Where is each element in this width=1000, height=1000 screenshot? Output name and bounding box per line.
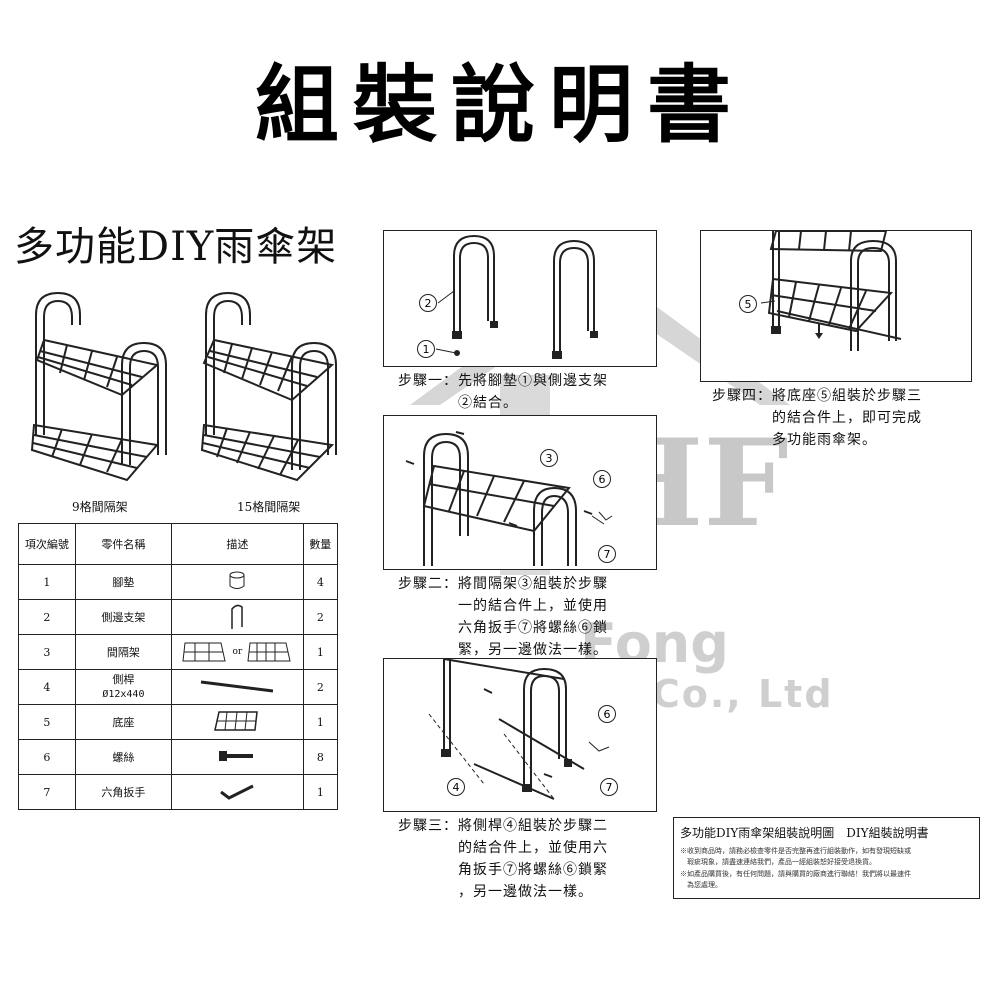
callout-3: 3 <box>539 448 559 472</box>
row-qty: 2 <box>302 669 339 705</box>
caption-9: 9格間隔架 <box>72 500 128 514</box>
table-row: 7 六角扳手 1 <box>18 774 339 810</box>
row-name: 側邊支架 <box>74 599 173 635</box>
caption-15: 15格間隔架 <box>237 500 301 514</box>
table-row: 3 間隔架 or 1 <box>18 634 339 670</box>
callout-7b: 7 <box>599 777 619 801</box>
row-qty: 1 <box>302 634 339 670</box>
row-qty: 4 <box>302 564 339 600</box>
header-no: 項次編號 <box>18 523 76 565</box>
row-name-line2: Ø12x440 <box>102 688 145 700</box>
product-name: 多功能DIY雨傘架 <box>14 224 338 270</box>
table-row: 4 側桿 Ø12x440 2 <box>18 669 339 705</box>
step4-diagram: 5 <box>700 230 972 382</box>
side-rod-icon <box>171 669 304 705</box>
svg-text:2: 2 <box>425 297 432 310</box>
table-row: 1 腳墊 4 <box>18 564 339 600</box>
svg-text:1: 1 <box>423 343 430 356</box>
parts-table: 項次編號 零件名稱 描述 數量 1 腳墊 4 2 側邊支架 2 3 間隔架 or <box>18 523 339 810</box>
side-frame-icon <box>171 599 304 635</box>
header-qty: 數量 <box>302 523 339 565</box>
svg-text:5: 5 <box>745 298 752 311</box>
step2-diagram: 3 6 7 <box>383 415 657 570</box>
row-qty: 1 <box>302 704 339 740</box>
step3-text: 步驟三：將側桿④組裝於步驟二 的結合件上，並使用六 角扳手⑦將螺絲⑥鎖緊 ，另一… <box>398 818 608 900</box>
hex-key-icon <box>171 774 304 810</box>
or-label: or <box>232 647 243 657</box>
row-name: 六角扳手 <box>74 774 173 810</box>
svg-text:3: 3 <box>546 452 553 465</box>
row-name: 側桿 Ø12x440 <box>74 669 173 705</box>
header-name: 零件名稱 <box>74 523 173 565</box>
header-desc: 描述 <box>171 523 304 565</box>
step1-text: 步驟一：先將腳墊①與側邊支架 ②結合。 <box>398 373 608 411</box>
foot-pad-icon <box>171 564 304 600</box>
notice-line-2: 瑕疵現象，請盡速連絡我們，產品一經組裝恕好接受退換貨。 <box>680 858 876 866</box>
row-qty: 2 <box>302 599 339 635</box>
divider-rack-icon: or <box>171 634 304 670</box>
table-row: 5 底座 1 <box>18 704 339 740</box>
page-title: 組裝說明書 <box>254 56 745 154</box>
rack-15-illustration <box>200 291 337 482</box>
svg-text:6: 6 <box>599 473 606 486</box>
callout-7: 7 <box>597 544 617 568</box>
row-no: 2 <box>18 599 76 635</box>
step2-text: 步驟二：將間隔架③組裝於步驟 一的結合件上，並使用 六角扳手⑦將螺絲⑥鎖 緊，另… <box>398 576 608 658</box>
row-name: 螺絲 <box>74 739 173 775</box>
notice-line-3: ※如產品購買後，有任何問題，請與購買的廠商進行聯絡！我們將以最速件 <box>680 870 911 878</box>
callout-2: 2 <box>418 293 438 317</box>
step4-text: 步驟四：將底座⑤組裝於步驟三 的結合件上，即可完成 多功能雨傘架。 <box>712 388 922 448</box>
base-icon <box>171 704 304 740</box>
step3-diagram: 4 6 7 <box>383 658 657 812</box>
step1-diagram: 2 1 <box>383 230 657 367</box>
callout-6b: 6 <box>597 704 617 728</box>
callout-4: 4 <box>446 777 466 801</box>
svg-text:6: 6 <box>604 708 611 721</box>
svg-text:7: 7 <box>604 548 611 561</box>
row-name-line1: 側桿 <box>112 672 135 686</box>
table-row: 2 側邊支架 2 <box>18 599 339 635</box>
rack-9-illustration <box>30 291 167 482</box>
callout-1: 1 <box>416 339 436 363</box>
callout-6: 6 <box>592 469 612 493</box>
row-name: 腳墊 <box>74 564 173 600</box>
row-no: 7 <box>18 774 76 810</box>
row-no: 5 <box>18 704 76 740</box>
row-no: 4 <box>18 669 76 705</box>
parts-table-header: 項次編號 零件名稱 描述 數量 <box>18 523 339 565</box>
row-no: 1 <box>18 564 76 600</box>
svg-text:4: 4 <box>453 781 460 794</box>
row-no: 6 <box>18 739 76 775</box>
screw-icon <box>171 739 304 775</box>
notice-line-1: ※收到商品時，請務必檢查零件是否完整再進行組裝動作，如有發現短缺或 <box>680 847 911 855</box>
row-no: 3 <box>18 634 76 670</box>
svg-text:7: 7 <box>606 781 613 794</box>
notice-line-4: 為您處理。 <box>680 881 722 889</box>
callout-5: 5 <box>738 294 758 318</box>
row-qty: 1 <box>302 774 339 810</box>
row-name: 間隔架 <box>74 634 173 670</box>
table-row: 6 螺絲 8 <box>18 739 339 775</box>
row-name: 底座 <box>74 704 173 740</box>
notice-title: 多功能DIY雨傘架組裝說明圖 DIY組裝說明書 <box>680 826 929 840</box>
row-qty: 8 <box>302 739 339 775</box>
notice-box: 多功能DIY雨傘架組裝說明圖 DIY組裝說明書 ※收到商品時，請務必檢查零件是否… <box>673 817 980 899</box>
